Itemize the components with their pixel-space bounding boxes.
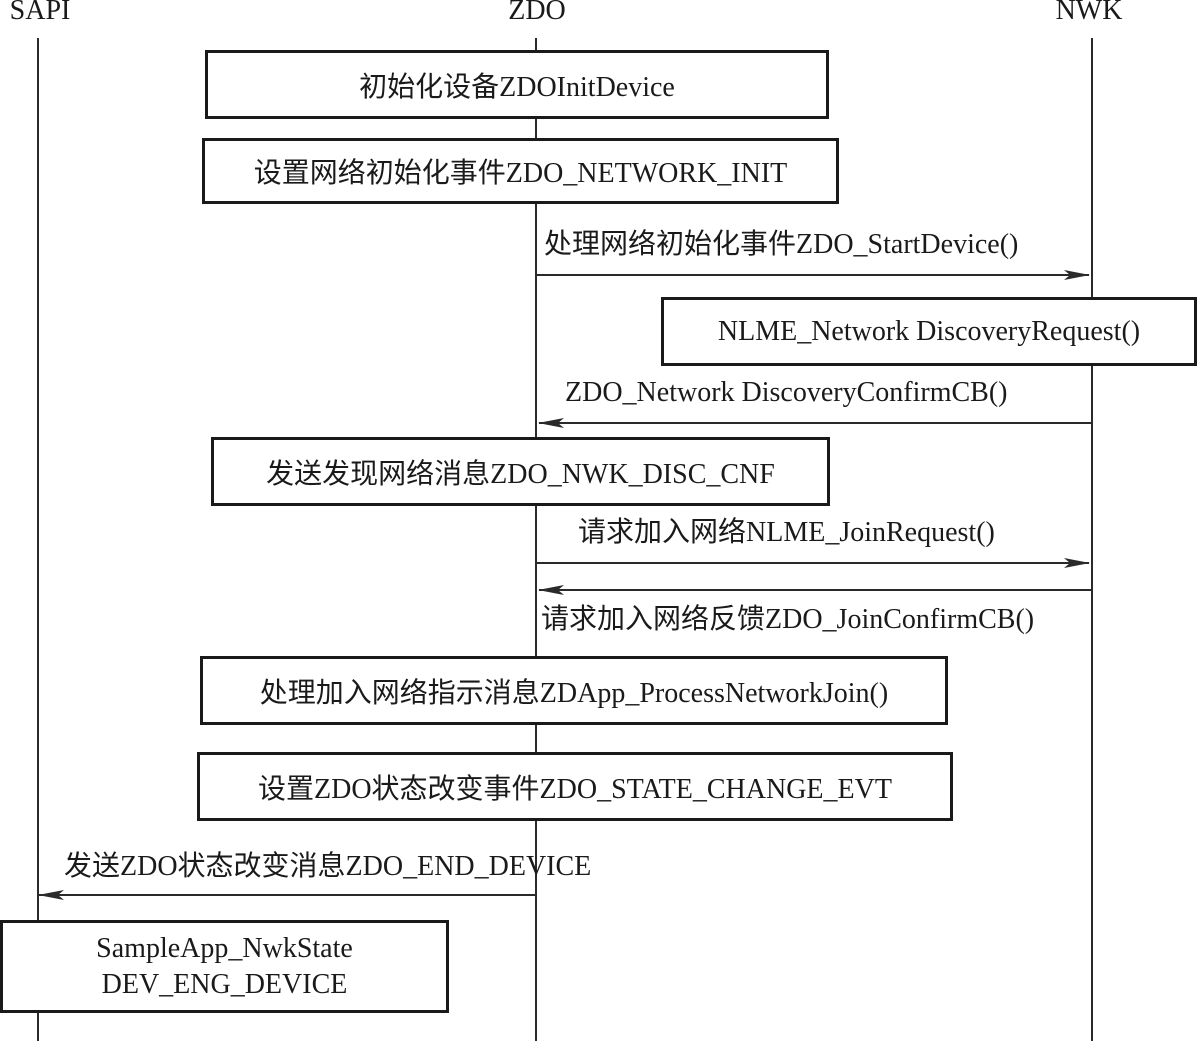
box-set-network-init: 设置网络初始化事件ZDO_NETWORK_INIT: [202, 138, 839, 204]
label-join-confirm: 请求加入网络反馈ZDO_JoinConfirmCB(): [541, 604, 1035, 635]
box-send-disc-cnf: 发送发现网络消息ZDO_NWK_DISC_CNF: [211, 437, 830, 506]
box-init-device: 初始化设备ZDOInitDevice: [205, 50, 829, 119]
label-process-network-init: 处理网络初始化事件ZDO_StartDevice(): [544, 229, 1019, 260]
box-discovery-request: NLME_Network DiscoveryRequest(): [661, 297, 1197, 366]
lifeline-nwk: [1091, 38, 1093, 1041]
lifeline-zdo: [535, 38, 537, 1041]
label-join-request: 请求加入网络NLME_JoinRequest(): [578, 517, 995, 548]
lifeline-sapi: [37, 38, 39, 1041]
box-process-network-join: 处理加入网络指示消息ZDApp_ProcessNetworkJoin(): [200, 656, 948, 725]
label-discovery-confirm: ZDO_Network DiscoveryConfirmCB(): [565, 377, 1008, 408]
box-nwk-state: SampleApp_NwkState DEV_ENG_DEVICE: [0, 920, 449, 1013]
label-send-end-device: 发送ZDO状态改变消息ZDO_END_DEVICE: [64, 851, 592, 882]
nwk-state-line2: DEV_ENG_DEVICE: [101, 968, 348, 1000]
lane-title-zdo: ZDO: [508, 0, 566, 26]
lane-title-nwk: NWK: [1055, 0, 1123, 26]
nwk-state-line1: SampleApp_NwkState: [96, 932, 353, 964]
box-set-state-change: 设置ZDO状态改变事件ZDO_STATE_CHANGE_EVT: [197, 752, 953, 821]
lane-title-sapi: SAPI: [9, 0, 71, 26]
